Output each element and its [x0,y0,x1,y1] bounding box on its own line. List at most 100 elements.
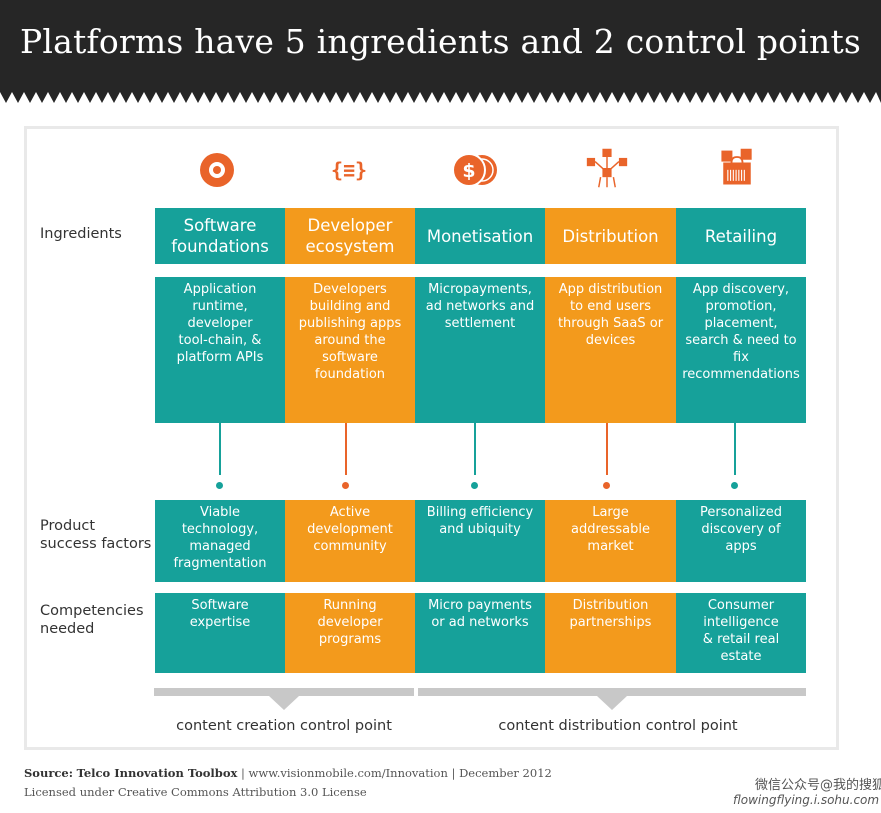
source-line: Source: Telco Innovation Toolbox | www.v… [24,766,552,780]
competency-line: intelligence [703,615,779,630]
competency-line: & retail real [702,632,780,647]
description-line: runtime, [192,299,248,314]
success-factor-line: apps [725,539,757,554]
creation-control-bar [154,688,414,710]
competency-line: partnerships [569,615,652,630]
coins-dollar-icon: $ [452,153,497,187]
success-factor-line: addressable [571,522,650,537]
creation-control-point-label: content creation control point [176,718,392,734]
description-line: Micropayments, [428,282,532,297]
success-factor-line: discovery of [701,522,781,537]
competency-cell: Software expertise [155,593,285,673]
watermark-line-1: 微信公众号@我的搜狐 [755,778,881,793]
distribution-control-point-label: content distribution control point [498,718,738,734]
connector-line [734,423,736,475]
success-factor-line: Large [592,505,629,520]
success-factor-cell: Personalized discovery of apps [676,500,806,582]
competency-cell: Running developer programs [285,593,415,673]
description-line: recommendations [682,367,800,382]
distribution-control-bar [418,688,806,710]
competency-line: expertise [189,615,251,630]
description-line: fix [733,350,749,365]
description-line: publishing apps [298,316,402,331]
ingredient-description: Micropayments, ad networks and settlemen… [415,277,545,423]
competency-cell: Micro payments or ad networks [415,593,545,673]
row-label-success-factors: Product success factors [40,517,151,553]
ingredient-description: App discovery, promotion, placement, sea… [676,277,806,423]
connector-dot [731,482,738,489]
competency-line: developer [317,615,383,630]
connector-line [219,423,221,475]
competency-cell: Distribution partnerships [545,593,676,673]
description-line: App discovery, [692,282,790,297]
ingredient-description: App distribution to end users through Sa… [545,277,676,423]
success-factor-line: market [587,539,634,554]
distribution-boxes-icon [586,148,628,188]
shopping-bags-icon [721,148,752,185]
description-line: to end users [570,299,651,314]
connector-line [606,423,608,475]
row-label-success-line-1: Product [40,518,96,534]
competency-line: Micro payments [428,598,532,613]
ingredient-title-line-1: Software [183,216,257,235]
connector-dot [471,482,478,489]
license-line: Licensed under Creative Commons Attribut… [24,785,367,799]
svg-text:{≡}: {≡} [331,158,367,182]
description-line: foundation [314,367,386,382]
success-factor-cell: Billing efficiency and ubiquity [415,500,545,582]
description-line: tool-chain, & [178,333,262,348]
row-label-competencies-line-2: needed [40,621,95,637]
success-factor-line: development [307,522,393,537]
success-factor-line: Viable [199,505,241,520]
competency-line: estate [720,649,762,664]
connector-dot [603,482,610,489]
success-factor-line: technology, [181,522,259,537]
success-factor-line: Billing efficiency [426,505,534,520]
ingredient-retailing: Retailing [676,208,806,264]
row-label-success-line-2: success factors [40,536,152,552]
description-line: promotion, [705,299,777,314]
diagram-frame [24,126,839,750]
success-factor-cell: Viable technology, managed fragmentation [155,500,285,582]
description-line: search & need to [685,333,797,348]
ingredient-title-line-1: Distribution [562,226,659,246]
success-factor-cell: Active development community [285,500,415,582]
success-factor-line: community [313,539,387,554]
ingredient-monetisation: Monetisation [415,208,545,264]
success-factor-line: managed [189,539,251,554]
description-line: App distribution [558,282,663,297]
svg-text:$: $ [462,160,475,182]
description-line: placement, [704,316,778,331]
description-line: through SaaS or [557,316,664,331]
ingredient-distribution: Distribution [545,208,676,264]
description-line: Application [183,282,257,297]
ingredient-title-line-1: Monetisation [426,226,534,246]
source-label: Source: [24,766,73,780]
connector-dot [342,482,349,489]
connector-dot [216,482,223,489]
description-line: settlement [444,316,516,331]
code-brackets-icon: {≡} [331,158,367,182]
competency-line: Distribution [572,598,649,613]
competency-line: Consumer [707,598,775,613]
competency-cell: Consumer intelligence & retail real esta… [676,593,806,673]
title-banner [0,0,881,103]
connector-line [345,423,347,475]
ingredient-description: Developers building and publishing apps … [285,277,415,423]
description-line: around the [314,333,386,348]
source-details: | www.visionmobile.com/Innovation | Dece… [237,766,552,780]
row-label-competencies: Competencies needed [40,602,144,638]
page-title: Platforms have 5 ingredients and 2 contr… [19,22,862,61]
success-factor-line: fragmentation [173,556,267,571]
description-line: devices [585,333,636,348]
success-factor-line: and ubiquity [439,522,521,537]
watermark-line-2: flowingflying.i.sohu.com [733,793,880,807]
success-factor-cell: Large addressable market [545,500,676,582]
description-line: software [322,350,378,365]
row-label-ingredients: Ingredients [40,226,122,242]
description-line: building and [309,299,391,314]
competency-line: programs [318,632,382,647]
success-factor-line: Personalized [700,505,782,520]
